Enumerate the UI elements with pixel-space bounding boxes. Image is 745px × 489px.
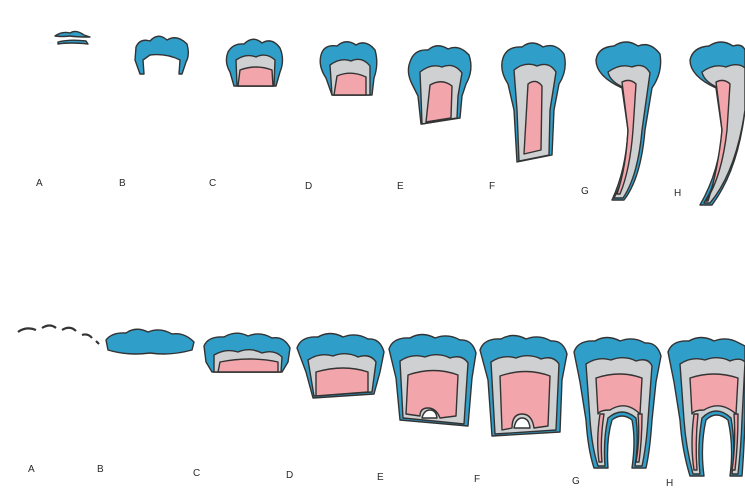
row2-label-f: F	[474, 474, 480, 485]
row2-stage-f-tooth	[480, 336, 567, 437]
row1-stage-h-tooth	[690, 42, 745, 205]
row1-label-a: A	[36, 178, 43, 189]
row1-label-f: F	[489, 181, 495, 192]
row1-label-c: C	[209, 178, 216, 189]
row2-label-d: D	[286, 470, 293, 481]
row1-stage-d-tooth	[320, 42, 377, 95]
row1-stage-b-tooth	[135, 36, 188, 74]
row2-label-c: C	[193, 468, 200, 479]
row2-label-a: A	[28, 464, 35, 475]
row1-label-g: G	[581, 186, 589, 197]
row2-stage-b-tooth	[106, 329, 194, 354]
row2-stage-a-tooth	[18, 326, 99, 345]
row1-stage-g-tooth	[596, 42, 661, 200]
row1-stage-e-tooth	[408, 46, 471, 124]
row2-stage-e-tooth	[389, 335, 476, 427]
row1-label-e: E	[397, 181, 404, 192]
row2-stage-d-tooth	[297, 334, 384, 399]
row1-label-b: B	[119, 178, 126, 189]
row1-label-h: H	[674, 188, 681, 199]
row-1	[55, 31, 745, 205]
row2-stage-c-tooth	[204, 333, 290, 372]
row1-label-d: D	[305, 181, 312, 192]
row2-stage-h-tooth	[668, 338, 745, 477]
row2-label-b: B	[97, 464, 104, 475]
row2-label-g: G	[572, 476, 580, 487]
row2-label-e: E	[377, 472, 384, 483]
row1-stage-c-tooth	[226, 39, 282, 86]
row-2	[18, 326, 745, 477]
row-2-labels: A B C D E F G H	[28, 464, 673, 489]
row1-stage-a-tooth	[55, 31, 90, 44]
row-1-labels: A B C D E F G H	[36, 178, 681, 199]
row1-stage-f-tooth	[502, 43, 565, 162]
row2-stage-g-tooth	[574, 338, 661, 469]
row2-label-h: H	[666, 478, 673, 489]
